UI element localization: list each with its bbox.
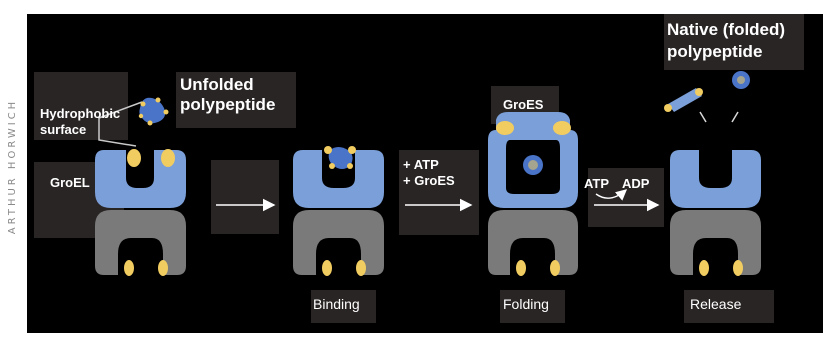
binding-label-box [311, 290, 376, 323]
groes-plus-label: + GroES [403, 173, 455, 188]
native-polypeptide-icon [732, 71, 750, 89]
groel-chaperonin [95, 101, 186, 276]
credit-text: ARTHUR HORWICH [7, 98, 19, 235]
folding-top-ring [488, 130, 578, 208]
binding-top-ring [293, 150, 384, 208]
hydrophobic-leader-line [98, 118, 137, 147]
groes-cap [496, 112, 570, 130]
adp-label: ADP [622, 176, 650, 191]
unfolded-label-line1: Unfolded [180, 75, 254, 94]
folding-bottom-ring [488, 210, 578, 275]
hydrophobic-label-line1: Hydrophobic [40, 106, 120, 121]
groel-bottom-ring [95, 210, 186, 275]
native-label-line1: Native (folded) [667, 20, 785, 39]
folding-label-box [500, 290, 565, 323]
step-binding-label: Binding [313, 296, 360, 312]
groel-label: GroEL [50, 175, 90, 190]
arrow-box-2 [399, 150, 479, 235]
atp-adp-curved-arrow [595, 189, 628, 201]
release-arrow-left [699, 111, 707, 123]
image-credit: ARTHUR HORWICH [6, 0, 20, 333]
unfolded-label-line2: polypeptide [180, 95, 275, 114]
bound-polypeptide-icon [324, 146, 356, 169]
release-top-ring [670, 150, 761, 208]
atp-release-label: ATP [584, 176, 609, 191]
binding-bottom-ring [293, 210, 384, 275]
unfolded-label-box [176, 72, 296, 128]
release-bottom-ring [670, 210, 761, 275]
step-release-label: Release [690, 296, 742, 312]
hydrophobic-label-line2: surface [40, 122, 86, 137]
unfolded-polypeptide-icon [138, 97, 169, 126]
folding-polypeptide-icon [523, 155, 543, 175]
step-folding-label: Folding [503, 296, 549, 312]
hydrophobic-label-box [34, 72, 128, 140]
native-label-box [664, 14, 804, 70]
hydrophobic-patches [124, 149, 175, 276]
release-arrow-right [731, 111, 739, 123]
release-chaperonin [664, 71, 761, 276]
groes-label: GroES [503, 97, 544, 112]
atp-label: + ATP [403, 157, 439, 172]
folding-chaperonin [488, 112, 578, 276]
native-label-line2: polypeptide [667, 42, 762, 61]
released-groes-icon [664, 88, 703, 112]
release-label-box [684, 290, 774, 323]
binding-chaperonin [293, 146, 384, 276]
arrow-box-1 [211, 160, 279, 234]
polypeptide-leader-line [98, 101, 143, 119]
